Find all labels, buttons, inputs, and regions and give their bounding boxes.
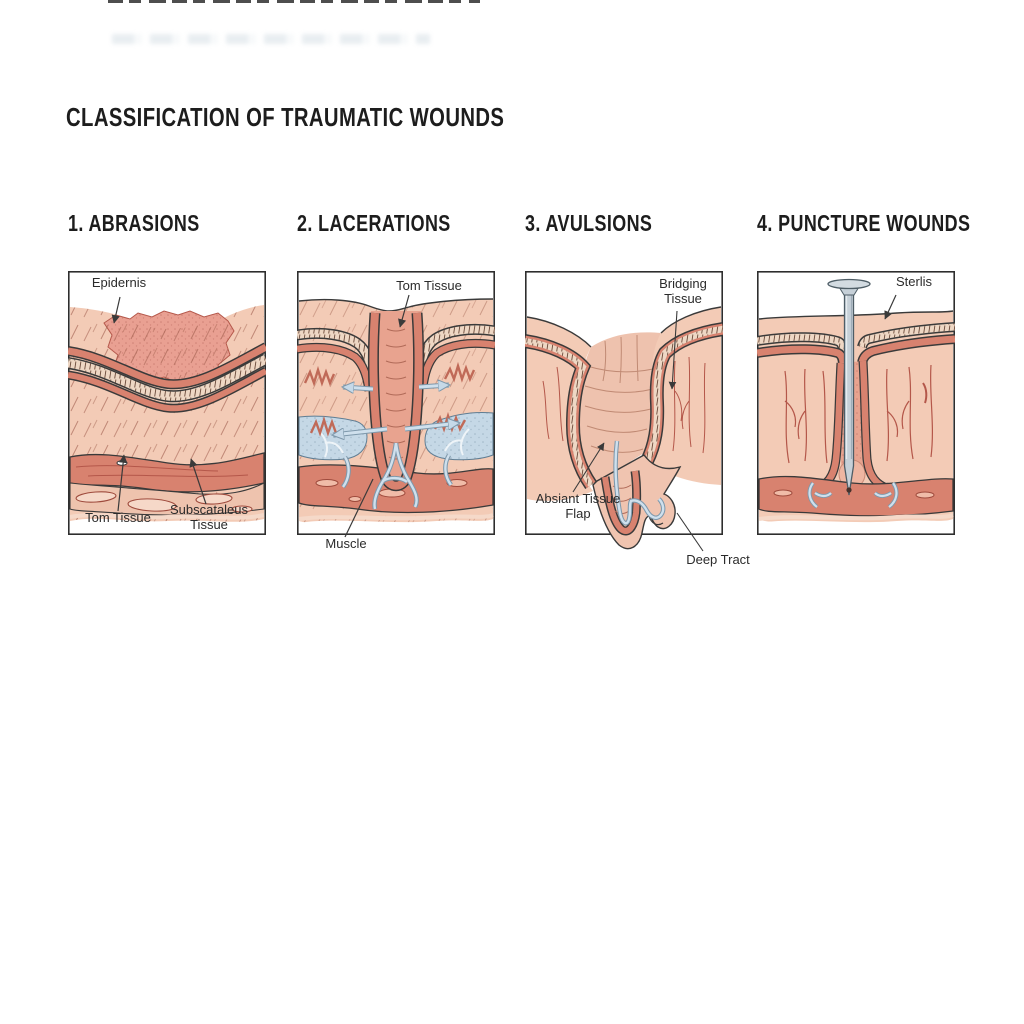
heading-puncture-wounds: 4. PUNCTURE WOUNDS (757, 210, 971, 236)
panel-avulsions: Bridging Tissue Absiant Tissue Flap Deep… (525, 271, 750, 581)
page-title: CLASSIFICATION OF TRAUMATIC WOUNDS (66, 102, 505, 132)
panel-lacerations: Tom Tissue Muscle (297, 271, 495, 581)
label-sterile: Sterlis (895, 274, 933, 289)
blood-vessel (341, 442, 453, 510)
tissue-veins (542, 356, 706, 454)
pointer-arrows (884, 294, 897, 320)
blood-vessel (613, 440, 666, 526)
cropped-text-artifact-faint (112, 34, 430, 44)
cropped-text-artifact-top (108, 0, 480, 3)
heading-lacerations: 2. LACERATIONS (297, 210, 451, 236)
label-bridging-tissue: Bridging Tissue (659, 276, 707, 306)
pointer-arrows (572, 310, 704, 552)
dermis-band (525, 322, 723, 489)
avulsion-illustration (525, 271, 723, 552)
skin-edges (526, 306, 722, 348)
panel-abrasions: Epidernis Tom Tissue Subscataleus Tissue (68, 271, 266, 581)
laceration-illustration (297, 271, 495, 538)
label-muscle: Muscle (325, 536, 367, 551)
heading-abrasions: 1. ABRASIONS (68, 210, 200, 236)
deep-muscle-band (758, 475, 954, 517)
dermis-band (757, 322, 955, 366)
puncture-illustration (757, 271, 955, 535)
label-deep-tract: Deep Tract (686, 552, 750, 567)
nail-icon (827, 278, 871, 496)
dermis-band (68, 342, 266, 413)
pointer-arrows (111, 296, 207, 512)
heading-avulsions: 3. AVULSIONS (525, 210, 653, 236)
blood-vessel (807, 481, 899, 509)
tissue-veins (784, 364, 933, 464)
abrasion-illustration (68, 271, 266, 535)
wound-channel (367, 311, 425, 492)
label-avulsed-tissue-flap: Absiant Tissue Flap (535, 491, 621, 521)
label-torn-tissue: Tom Tissue (85, 510, 151, 525)
separation-arrows (333, 385, 459, 435)
label-subcutaneous-tissue: Subscataleus Tissue (169, 502, 249, 532)
pointer-arrows (344, 294, 410, 538)
label-torn-tissue: Tom Tissue (396, 278, 462, 293)
panel-puncture-wounds: Sterlis (757, 271, 955, 581)
label-epidermis: Epidernis (91, 275, 147, 290)
